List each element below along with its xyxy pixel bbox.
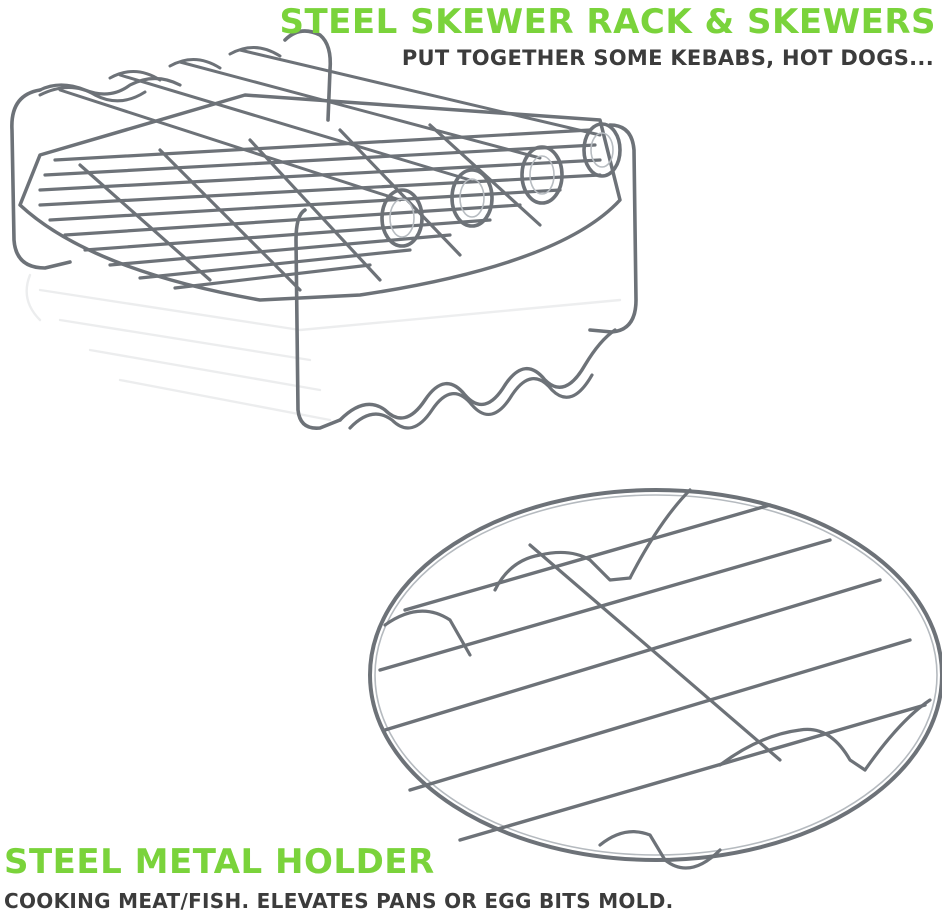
metal-holder-image [368,488,942,870]
skewer-rack-image [10,29,638,430]
top-caption-title: STEEL SKEWER RACK & SKEWERS [279,2,936,42]
bottom-caption-subtitle: COOKING MEAT/FISH. ELEVATES PANS OR EGG … [4,889,674,913]
top-caption-subtitle: PUT TOGETHER SOME KEBABS, HOT DOGS... [401,46,934,70]
bottom-caption-title: STEEL METAL HOLDER [4,842,435,882]
